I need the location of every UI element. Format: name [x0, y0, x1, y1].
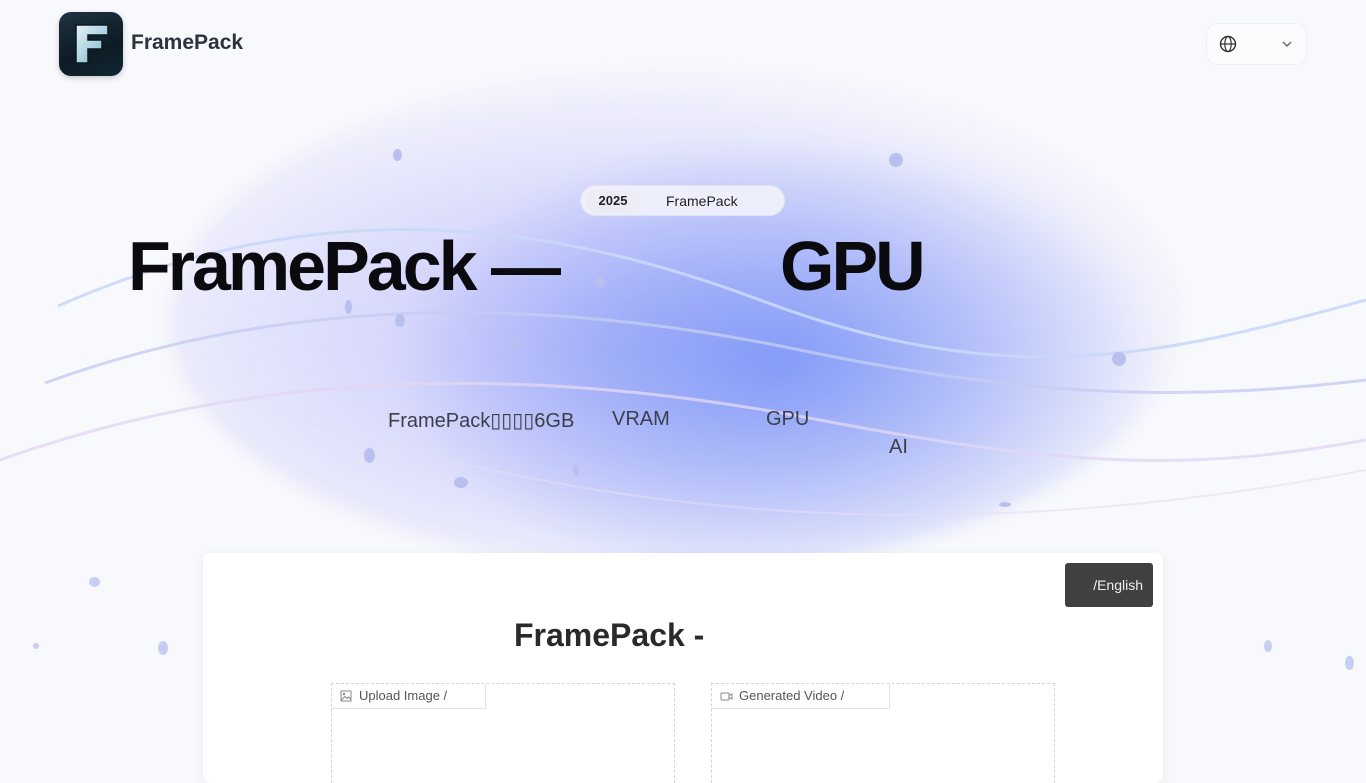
decor-dot: [345, 300, 352, 314]
hero-background-glow: [170, 70, 1180, 570]
generated-video-panel: Generated Video /: [711, 683, 1055, 783]
language-switch-button[interactable]: /English: [1065, 563, 1153, 607]
decor-dot: [454, 477, 468, 488]
decor-dot: [573, 465, 579, 476]
hero-subtitle-part2: VRAM: [612, 408, 670, 430]
upload-image-tab: Upload Image /: [332, 684, 486, 709]
decor-dot: [364, 448, 375, 463]
hero-title-part1: FramePack —: [128, 227, 561, 305]
announcement-badge[interactable]: 2025 FramePack: [580, 185, 785, 216]
decor-dot: [999, 502, 1011, 507]
decor-dot: [33, 643, 39, 649]
hero-title-part2: GPU: [780, 227, 926, 305]
decor-dot: [1264, 640, 1272, 652]
generated-video-tab: Generated Video /: [712, 684, 890, 709]
demo-title: FramePack -: [514, 617, 705, 653]
brand-name[interactable]: FramePack: [131, 31, 244, 54]
logo[interactable]: [59, 12, 123, 76]
hero-subtitle-part1: FramePack▯▯▯▯6GB: [388, 410, 575, 432]
hero-subtitle-part3: GPU: [766, 408, 810, 430]
badge-year: 2025: [585, 190, 641, 212]
chevron-down-icon: [1282, 41, 1292, 47]
upload-image-panel[interactable]: Upload Image /: [331, 683, 675, 783]
decor-dot: [596, 277, 605, 287]
demo-card: /English FramePack - Upload Image / Gene…: [203, 553, 1163, 783]
decor-dot: [889, 153, 903, 167]
image-icon: [340, 690, 352, 702]
upload-image-label: Upload Image /: [359, 688, 448, 703]
decor-dot: [1112, 352, 1126, 366]
hero-subtitle-part4: AI: [889, 436, 908, 458]
decor-dot: [393, 149, 402, 161]
badge-text: FramePack: [666, 193, 738, 209]
decor-dot: [1345, 656, 1354, 670]
decor-dot: [395, 314, 405, 327]
language-selector[interactable]: [1207, 24, 1306, 64]
decor-dot: [89, 577, 100, 587]
decor-dot: [511, 335, 520, 349]
generated-video-label: Generated Video /: [739, 688, 845, 703]
globe-icon: [1219, 35, 1237, 53]
decor-dot: [158, 641, 168, 655]
video-icon: [720, 692, 733, 701]
logo-f-icon: [75, 24, 109, 64]
